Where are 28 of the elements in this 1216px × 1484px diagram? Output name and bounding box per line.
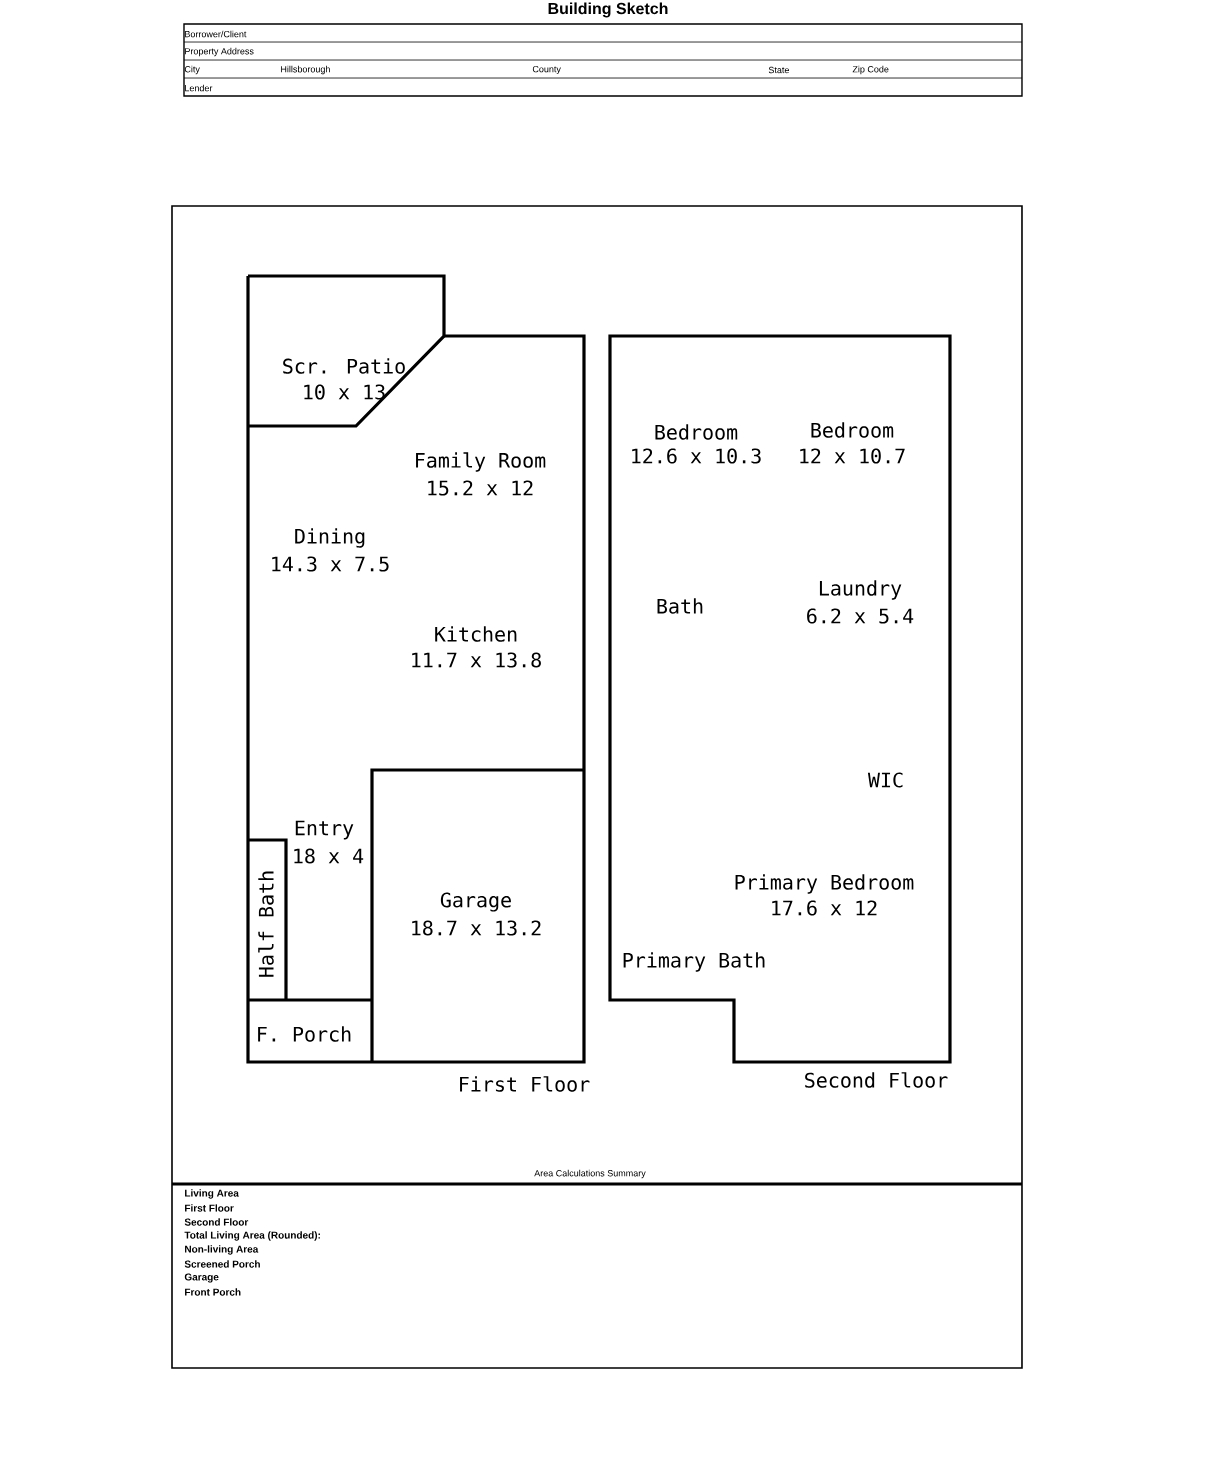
floor-label: Second Floor bbox=[805, 1072, 948, 1088]
room-label: Kitchen bbox=[435, 626, 517, 642]
room-label: 18 x 4 bbox=[294, 848, 364, 864]
room-label: 17.6 x 12 bbox=[772, 900, 877, 916]
room-label: 14.3 x 7.5 bbox=[272, 556, 389, 572]
room-label: Garage bbox=[440, 892, 511, 912]
room-label: Bath bbox=[657, 598, 703, 614]
room-label: 12 x 10.7 bbox=[800, 448, 905, 464]
room-label: F. Porch bbox=[258, 1026, 351, 1042]
room-label: 6.2 x 5.4 bbox=[807, 608, 914, 624]
room-label: 10 x 13 bbox=[304, 384, 385, 400]
room-label: Laundry bbox=[819, 580, 902, 600]
room-label: Family Room bbox=[416, 452, 546, 472]
room-label: Half Bath bbox=[258, 871, 274, 977]
title: Building Sketch bbox=[548, 2, 668, 18]
room-label: Primary Bedroom bbox=[735, 874, 914, 894]
room-label: Bedroom bbox=[811, 422, 894, 438]
room-label: 11.7 x 13.8 bbox=[412, 652, 541, 668]
room-label: Entry bbox=[295, 820, 354, 840]
room-label: Scr. Patio bbox=[283, 358, 405, 374]
room-label: Dining bbox=[295, 528, 365, 548]
room-label: WIC bbox=[867, 772, 903, 788]
room-label: 12.6 x 10.3 bbox=[632, 448, 761, 464]
room-label: 15.2 x 12 bbox=[428, 480, 533, 496]
room-label: Primary Bath bbox=[623, 952, 765, 972]
room-label: Bedroom bbox=[655, 424, 738, 440]
floor-label: First Floor bbox=[460, 1076, 590, 1092]
room-label: 18.7 x 13.2 bbox=[412, 920, 541, 936]
